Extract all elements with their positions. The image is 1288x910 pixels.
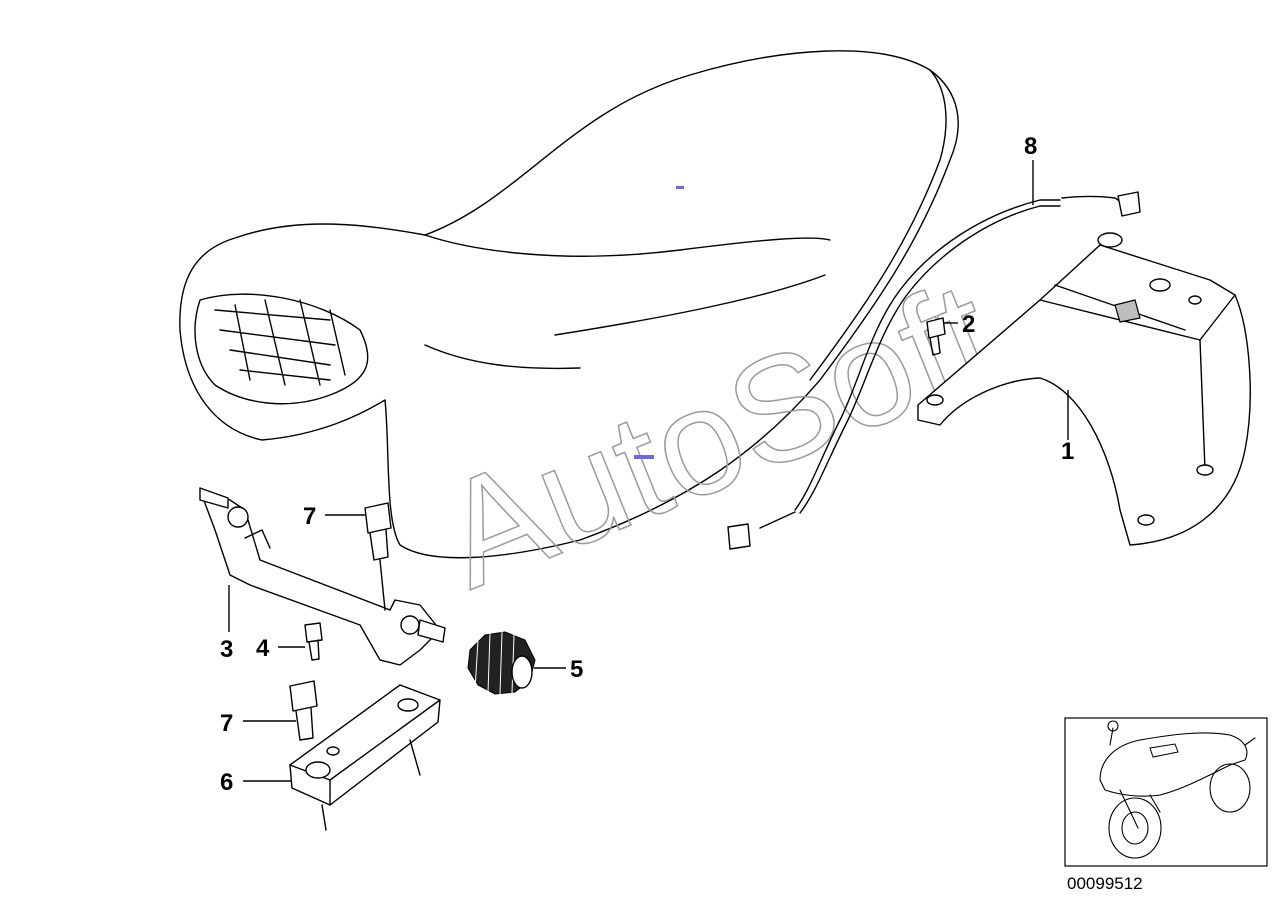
part-8-cable [727,191,1141,550]
part-label-8: 8 [1024,133,1037,160]
part-label-7-upper: 7 [303,503,316,530]
part-label-1: 1 [1061,438,1074,465]
part-label-3: 3 [220,636,233,663]
motorcycle-thumbnail [1064,717,1268,867]
leader-lines [228,160,1069,782]
part-5-gear [467,631,536,695]
part-3-shift-lever [199,487,446,666]
blue-marker [634,455,654,459]
part-label-6: 6 [220,769,233,796]
part-label-4: 4 [256,635,270,662]
part-2-bolt [926,317,946,356]
watermark-text: AutoSoft [419,248,1015,619]
reference-number: 00099512 [1067,874,1143,893]
part-7-lower-bolt [289,680,318,741]
part-1-bracket [917,232,1251,546]
part-4-bolt [304,622,323,661]
part-label-7-lower: 7 [220,710,233,737]
part-7-upper-bolt [364,502,392,611]
part-6-clamp [289,684,441,831]
seat-drawing [179,50,959,559]
part-label-2: 2 [962,311,975,338]
part-labels: 8 2 1 3 4 5 7 7 6 [220,133,1074,796]
part-label-5: 5 [570,656,583,683]
blue-marker-small [676,186,684,189]
